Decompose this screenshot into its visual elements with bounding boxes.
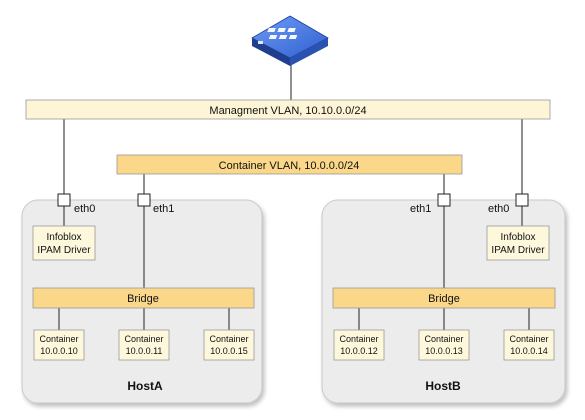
host-b-eth0-label: eth0 bbox=[488, 203, 509, 215]
host-b-eth1-port bbox=[437, 193, 451, 207]
container-ip: 10.0.0.13 bbox=[425, 346, 463, 356]
host-b-eth0-port bbox=[515, 193, 529, 207]
management-vlan-bar bbox=[25, 99, 551, 120]
host-a-bridge-label: Bridge bbox=[127, 293, 159, 305]
host-a-container: Container 10.0.0.15 bbox=[203, 329, 255, 361]
container-label: Container bbox=[209, 334, 248, 344]
container-label: Container bbox=[339, 334, 378, 344]
container-vlan-label: Container VLAN, 10.0.0.0/24 bbox=[219, 160, 360, 172]
host-a-label: HostA bbox=[127, 379, 163, 393]
host-b-bridge bbox=[332, 287, 556, 309]
host-b-container: Container 10.0.0.13 bbox=[418, 329, 470, 361]
host-a-container: Container 10.0.0.10 bbox=[33, 329, 85, 361]
host-a-ipam-line2: IPAM Driver bbox=[37, 245, 91, 256]
container-label: Container bbox=[424, 334, 463, 344]
connection-lines bbox=[58, 62, 530, 330]
router-icon bbox=[251, 15, 329, 66]
host-a-eth0-port bbox=[57, 193, 71, 207]
container-ip: 10.0.0.15 bbox=[210, 346, 248, 356]
container-ip: 10.0.0.12 bbox=[340, 346, 378, 356]
host-b-container: Container 10.0.0.12 bbox=[333, 329, 385, 361]
host-a-eth0-label: eth0 bbox=[74, 203, 95, 215]
host-b-ipam-box bbox=[486, 225, 550, 261]
container-ip: 10.0.0.10 bbox=[40, 346, 78, 356]
container-label: Container bbox=[39, 334, 78, 344]
host-b-eth1-label: eth1 bbox=[410, 203, 431, 215]
host-b-label: HostB bbox=[425, 379, 461, 393]
host-a-eth1-label: eth1 bbox=[153, 203, 174, 215]
host-a-ipam-line1: Infoblox bbox=[46, 232, 81, 243]
host-b-bridge-label: Bridge bbox=[428, 293, 460, 305]
ports bbox=[57, 193, 529, 207]
container-label: Container bbox=[124, 334, 163, 344]
container-ip: 10.0.0.11 bbox=[126, 346, 163, 356]
host-a-eth1-port bbox=[137, 193, 151, 207]
host-b-container: Container 10.0.0.14 bbox=[503, 329, 555, 361]
host-a-bridge bbox=[32, 287, 255, 309]
host-a-container: Container 10.0.0.11 bbox=[118, 329, 170, 361]
host-b-ipam-line1: Infoblox bbox=[500, 232, 535, 243]
container-label: Container bbox=[509, 334, 548, 344]
container-vlan-bar bbox=[116, 154, 463, 175]
container-ip: 10.0.0.14 bbox=[510, 346, 548, 356]
management-vlan-label: Managment VLAN, 10.10.0.0/24 bbox=[209, 105, 366, 117]
host-a-ipam-box bbox=[32, 225, 96, 261]
host-b-ipam-line2: IPAM Driver bbox=[491, 245, 545, 256]
